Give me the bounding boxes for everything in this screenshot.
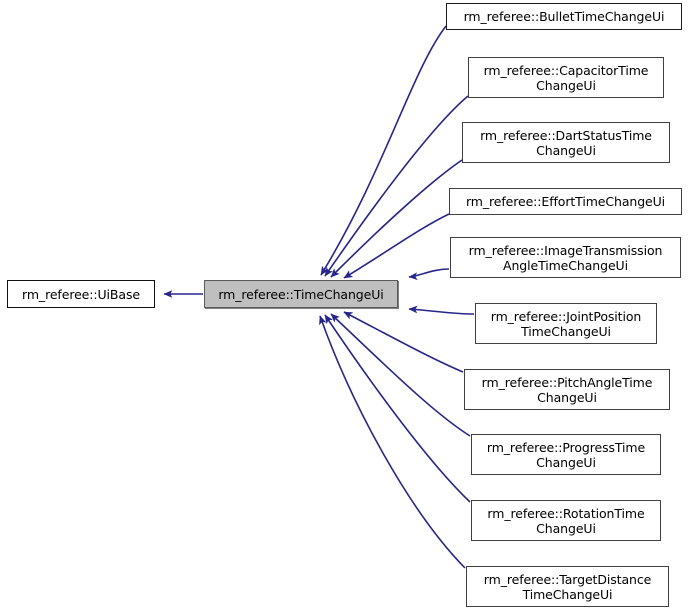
node-ui-base[interactable]: rm_referee::UiBase bbox=[7, 280, 155, 308]
edge-progress bbox=[330, 313, 471, 437]
node-capacitor-time-change-ui[interactable]: rm_referee::CapacitorTime ChangeUi bbox=[468, 57, 664, 98]
node-pitch-angle-time-change-ui-label: rm_referee::PitchAngleTime ChangeUi bbox=[481, 374, 653, 405]
node-image-transmission-angle-time-change-ui[interactable]: rm_referee::ImageTransmission AngleTimeC… bbox=[450, 237, 681, 278]
node-rotation-time-change-ui-label: rm_referee::RotationTime ChangeUi bbox=[487, 505, 645, 536]
node-time-change-ui[interactable]: rm_referee::TimeChangeUi bbox=[204, 280, 398, 308]
node-dart-status-time-change-ui[interactable]: rm_referee::DartStatusTime ChangeUi bbox=[462, 122, 670, 163]
edge-joint-position bbox=[408, 305, 475, 315]
node-joint-position-time-change-ui[interactable]: rm_referee::JointPosition TimeChangeUi bbox=[475, 303, 657, 344]
edge-rotation bbox=[324, 314, 471, 503]
node-progress-time-change-ui-label: rm_referee::ProgressTime ChangeUi bbox=[486, 439, 646, 470]
edge-image-transmission bbox=[408, 268, 450, 281]
edge-target-distance bbox=[319, 315, 466, 569]
node-target-distance-time-change-ui-label: rm_referee::TargetDistance TimeChangeUi bbox=[483, 571, 652, 602]
edge-bullet bbox=[320, 25, 447, 276]
node-capacitor-time-change-ui-label: rm_referee::CapacitorTime ChangeUi bbox=[483, 62, 649, 93]
edge-capacitor bbox=[324, 95, 469, 277]
node-effort-time-change-ui[interactable]: rm_referee::EffortTimeChangeUi bbox=[449, 188, 682, 215]
edge-dart-status bbox=[330, 159, 463, 278]
node-progress-time-change-ui[interactable]: rm_referee::ProgressTime ChangeUi bbox=[471, 434, 661, 475]
node-target-distance-time-change-ui[interactable]: rm_referee::TargetDistance TimeChangeUi bbox=[466, 566, 669, 607]
node-rotation-time-change-ui[interactable]: rm_referee::RotationTime ChangeUi bbox=[471, 500, 661, 541]
node-dart-status-time-change-ui-label: rm_referee::DartStatusTime ChangeUi bbox=[480, 127, 652, 158]
node-joint-position-time-change-ui-label: rm_referee::JointPosition TimeChangeUi bbox=[490, 308, 642, 339]
node-time-change-ui-label: rm_referee::TimeChangeUi bbox=[218, 286, 384, 302]
edge-effort bbox=[343, 213, 450, 279]
node-bullet-time-change-ui-label: rm_referee::BulletTimeChangeUi bbox=[463, 9, 665, 24]
node-ui-base-label: rm_referee::UiBase bbox=[22, 286, 140, 302]
node-pitch-angle-time-change-ui[interactable]: rm_referee::PitchAngleTime ChangeUi bbox=[464, 369, 670, 410]
node-effort-time-change-ui-label: rm_referee::EffortTimeChangeUi bbox=[465, 194, 666, 209]
node-image-transmission-angle-time-change-ui-label: rm_referee::ImageTransmission AngleTimeC… bbox=[468, 242, 663, 273]
edge-pitch-angle bbox=[343, 311, 464, 373]
node-bullet-time-change-ui[interactable]: rm_referee::BulletTimeChangeUi bbox=[446, 3, 682, 30]
